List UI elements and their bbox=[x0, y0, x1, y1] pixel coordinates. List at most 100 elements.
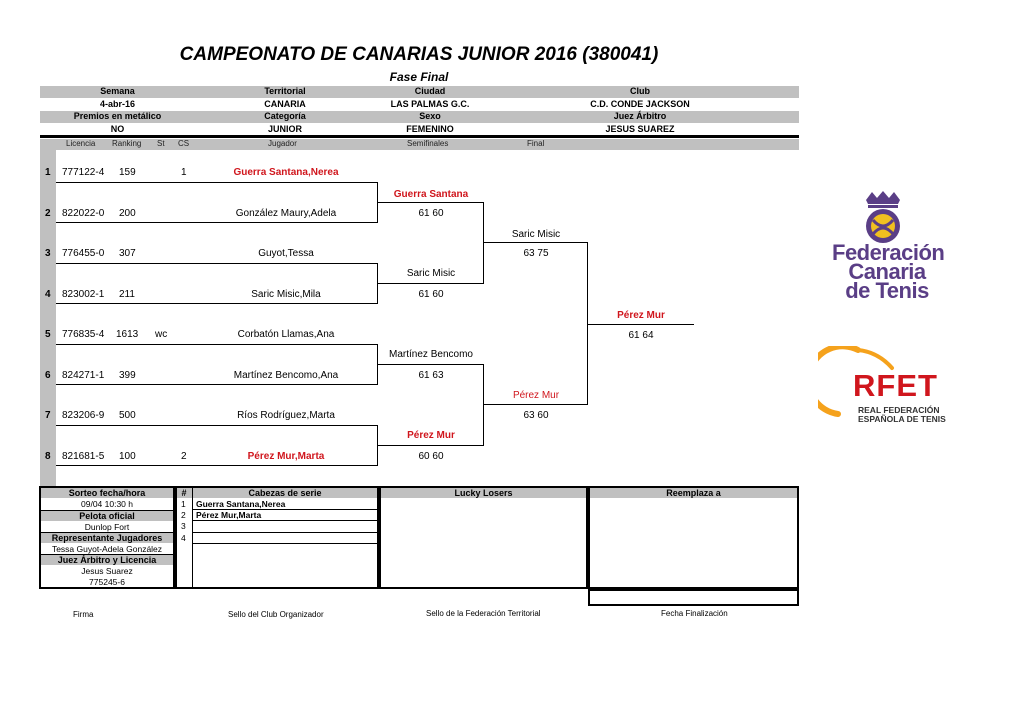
semi-line bbox=[378, 202, 484, 203]
divider bbox=[41, 510, 173, 511]
seed-line bbox=[192, 520, 377, 521]
divider bbox=[41, 554, 173, 555]
value-premios: NO bbox=[110, 124, 125, 134]
divider bbox=[41, 532, 173, 533]
col-final: Final bbox=[527, 139, 545, 148]
rfet-sub1: REAL FEDERACIÓN bbox=[858, 405, 940, 415]
player-ranking: 100 bbox=[119, 451, 136, 462]
finalist-name: Pérez Mur bbox=[512, 390, 560, 401]
player-cs: 2 bbox=[181, 451, 187, 462]
player-number: 8 bbox=[45, 451, 51, 462]
semifinal-score: 61 63 bbox=[418, 370, 444, 381]
row-line bbox=[56, 263, 378, 264]
seed-line bbox=[192, 509, 377, 510]
bracket-connector bbox=[587, 242, 588, 404]
player-licencia: 777122-4 bbox=[62, 167, 105, 178]
value-ciudad: LAS PALMAS G.C. bbox=[390, 99, 470, 109]
seeds-label: Cabezas de serie bbox=[248, 488, 322, 498]
player-licencia: 822022-0 bbox=[62, 208, 105, 219]
col-semifinales: Semifinales bbox=[407, 139, 449, 148]
firma-label: Firma bbox=[73, 610, 94, 619]
player-number: 3 bbox=[45, 248, 51, 259]
bracket-connector bbox=[377, 263, 378, 303]
fct-line2: Canaria bbox=[848, 259, 926, 284]
semi-line bbox=[378, 364, 484, 365]
player-ranking: 1613 bbox=[116, 329, 139, 340]
value-club: C.D. CONDE JACKSON bbox=[590, 99, 690, 109]
semifinal-score: 61 60 bbox=[418, 289, 444, 300]
player-licencia: 823002-1 bbox=[62, 289, 105, 300]
champion-line bbox=[588, 324, 694, 325]
player-number: 5 bbox=[45, 329, 51, 340]
fct-crest-icon bbox=[866, 191, 900, 243]
label-ciudad: Ciudad bbox=[414, 86, 446, 96]
player-ranking: 307 bbox=[119, 248, 136, 259]
sello-fed-label: Sello de la Federación Territorial bbox=[426, 609, 541, 618]
label-semana: Semana bbox=[100, 86, 135, 96]
label-club: Club bbox=[630, 86, 650, 96]
juez-licencia: 775245-6 bbox=[89, 577, 125, 587]
header-divider bbox=[40, 135, 799, 138]
player-name: Guyot,Tessa bbox=[258, 248, 314, 259]
row-line bbox=[56, 344, 378, 345]
finalist-name: Saric Misic bbox=[511, 229, 561, 240]
fecha-fin-label: Fecha Finalización bbox=[661, 609, 728, 618]
label-premios: Premios en metálico bbox=[73, 111, 162, 121]
player-licencia: 776835-4 bbox=[62, 329, 105, 340]
rfet-ball-icon bbox=[818, 346, 894, 417]
player-licencia: 824271-1 bbox=[62, 370, 105, 381]
player-ranking: 399 bbox=[119, 370, 136, 381]
row-line bbox=[56, 222, 378, 223]
row-line bbox=[56, 465, 378, 466]
player-number: 1 bbox=[45, 167, 51, 178]
lucky-losers-label: Lucky Losers bbox=[381, 488, 586, 498]
seed-number: 1 bbox=[181, 499, 186, 509]
semifinalist-name: Martínez Bencomo bbox=[389, 349, 473, 360]
column-header-bg bbox=[40, 139, 799, 150]
player-name: Pérez Mur,Marta bbox=[247, 451, 325, 462]
player-name: Corbatón Llamas,Ana bbox=[237, 329, 335, 340]
player-number: 6 bbox=[45, 370, 51, 381]
value-territorial: CANARIA bbox=[264, 99, 306, 109]
bracket-connector bbox=[377, 425, 378, 465]
player-ranking: 211 bbox=[119, 289, 135, 300]
label-categoria: Categoría bbox=[264, 111, 306, 121]
col-cs: CS bbox=[178, 139, 190, 148]
champion-name: Pérez Mur bbox=[617, 310, 665, 321]
final-line bbox=[484, 242, 588, 243]
seed-number: 2 bbox=[181, 510, 186, 520]
pelota-value: Dunlop Fort bbox=[84, 522, 130, 532]
semifinalist-name: Guerra Santana bbox=[393, 189, 469, 200]
info-row2-label-bg bbox=[40, 111, 799, 123]
seeds-box bbox=[175, 486, 379, 589]
row-line bbox=[56, 182, 378, 183]
label-sexo: Sexo bbox=[419, 111, 441, 121]
sorteo-value: 09/04 10:30 h bbox=[81, 499, 133, 509]
final-score: 63 75 bbox=[523, 248, 549, 259]
player-number: 2 bbox=[45, 208, 51, 219]
seed-name: Pérez Mur,Marta bbox=[196, 510, 262, 520]
semi-line bbox=[378, 445, 484, 446]
rfet-text: RFET bbox=[853, 368, 938, 403]
seed-name: Guerra Santana,Nerea bbox=[196, 499, 286, 509]
bracket-connector bbox=[377, 344, 378, 384]
player-number: 7 bbox=[45, 410, 51, 421]
seed-number: 3 bbox=[181, 521, 186, 531]
sello-club-label: Sello del Club Organizador bbox=[228, 610, 324, 619]
reemplaza-box bbox=[588, 486, 799, 589]
sorteo-label: Sorteo fecha/hora bbox=[41, 488, 173, 498]
champion-score: 61 64 bbox=[628, 330, 654, 341]
fct-line3: de Tenis bbox=[845, 278, 929, 303]
player-name: Saric Misic,Mila bbox=[251, 289, 321, 300]
final-line bbox=[484, 404, 588, 405]
player-name: Guerra Santana,Nerea bbox=[233, 167, 339, 178]
player-name: Martínez Bencomo,Ana bbox=[233, 370, 339, 381]
semifinal-score: 61 60 bbox=[418, 208, 444, 219]
semifinalist-name: Pérez Mur bbox=[407, 430, 455, 441]
seeds-divider bbox=[192, 488, 193, 587]
value-semana: 4-abr-16 bbox=[99, 99, 135, 109]
semi-line bbox=[378, 283, 484, 284]
value-juez: JESUS SUAREZ bbox=[605, 124, 675, 134]
semifinalist-name: Saric Misic bbox=[406, 268, 456, 279]
seed-number: 4 bbox=[181, 533, 186, 543]
